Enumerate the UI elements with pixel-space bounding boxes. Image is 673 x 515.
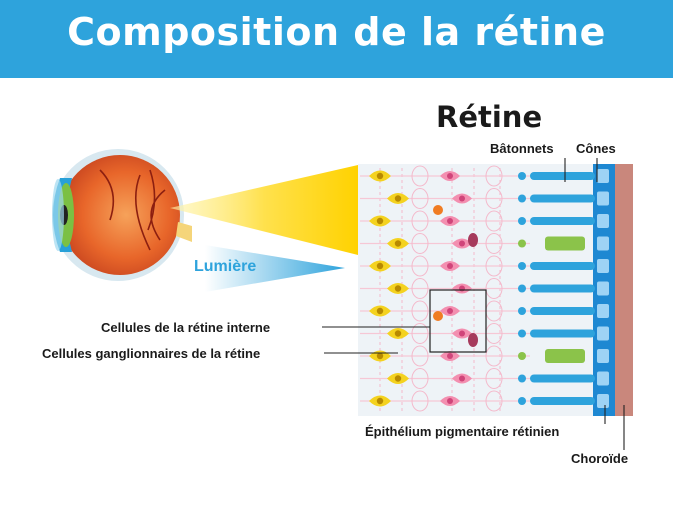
photoreceptor-nucleus [518,374,526,383]
choroid-layer [615,164,633,416]
label-cones: Cônes [576,141,616,156]
synapse-loop [485,165,503,187]
label-rods: Bâtonnets [490,141,554,156]
rod-cell [530,307,595,315]
epithelium-cell [597,259,609,273]
photoreceptor-nucleus [518,397,526,405]
light-label: Lumière [194,258,257,275]
synapse-loop [485,188,503,209]
synapse-loop [411,255,429,277]
photoreceptor-nucleus [518,217,526,225]
synapse-loop [411,345,429,367]
label-inner-cells: Cellules de la rétine interne [101,320,271,335]
bipolar-nucleus [447,173,453,179]
light-beam [170,165,358,255]
bipolar-nucleus [459,195,465,202]
ganglion-nucleus [394,195,402,202]
ganglion-nucleus [376,397,384,405]
rod-cell [530,397,595,405]
horizontal-cell [433,311,443,321]
bipolar-nucleus [459,330,465,337]
rod-cell [530,194,595,203]
photoreceptor-nucleus [518,307,526,315]
ganglion-nucleus [376,172,384,180]
synapse-loop [411,188,429,209]
epithelium-cell [597,236,609,251]
bipolar-nucleus [459,285,465,292]
synapse-loop [485,278,503,299]
bipolar-nucleus [447,308,453,314]
synapse-loop [411,323,429,344]
bipolar-nucleus [447,218,453,224]
rod-cell [530,284,595,293]
ganglion-nucleus [376,217,384,225]
ganglion-nucleus [394,375,402,382]
inner-cells-box [429,289,487,353]
amacrine-cell [468,233,478,247]
epithelium-cell [597,371,609,386]
synapse-loop [485,233,503,254]
cone-cell [545,236,585,251]
synapse-loop [485,368,503,389]
synapse-loop [411,390,429,412]
bipolar-nucleus [459,240,465,247]
label-ganglion-cells: Cellules ganglionnaires de la rétine [42,346,261,361]
epithelium-cell [597,304,609,318]
ganglion-nucleus [394,330,402,337]
synapse-loop [485,345,503,367]
eye-icon [52,149,192,281]
light-ray-arrow [205,245,345,292]
ganglion-nucleus [394,285,402,292]
synapse-loop [411,165,429,187]
bipolar-nucleus [459,375,465,382]
synapse-loop [485,210,503,232]
photoreceptor-nucleus [518,172,526,180]
retina-title: Rétine [436,100,543,134]
photoreceptor-nucleus [518,194,526,203]
epithelium-cell [597,169,609,183]
synapse-loop [485,255,503,277]
epithelium-cell [597,394,609,408]
cone-cell [545,349,585,363]
photoreceptor-nucleus [518,352,526,360]
bipolar-nucleus [447,398,453,404]
amacrine-cell [468,333,478,347]
rod-cell [530,262,595,270]
epithelium-cell [597,191,609,206]
title-banner: Composition de la rétine [0,0,673,78]
ganglion-nucleus [376,307,384,315]
photoreceptor-nucleus [518,262,526,270]
synapse-loop [411,233,429,254]
epithelium-cell [597,214,609,228]
ganglion-nucleus [376,262,384,270]
synapse-loop [411,300,429,322]
page-title: Composition de la rétine [67,10,606,54]
horizontal-cell [433,205,443,215]
synapse-loop [485,390,503,412]
bipolar-nucleus [447,353,453,359]
synapse-loop [411,210,429,232]
epithelium-cell [597,326,609,341]
rod-cell [530,172,595,180]
synapse-loop [411,278,429,299]
label-epithelium: Épithélium pigmentaire rétinien [365,424,560,439]
rod-cell [530,329,595,338]
epithelium-cell [597,281,609,296]
ganglion-nucleus [394,240,402,247]
photoreceptor-nucleus [518,239,526,248]
bipolar-nucleus [447,263,453,269]
photoreceptor-nucleus [518,284,526,293]
rod-cell [530,217,595,225]
photoreceptor-nucleus [518,329,526,338]
rod-cell [530,374,595,383]
leader-lines [322,158,625,450]
label-choroid: Choroïde [571,451,629,466]
synapse-loop [411,368,429,389]
ganglion-nucleus [376,352,384,360]
epithelium-cell [597,349,609,363]
